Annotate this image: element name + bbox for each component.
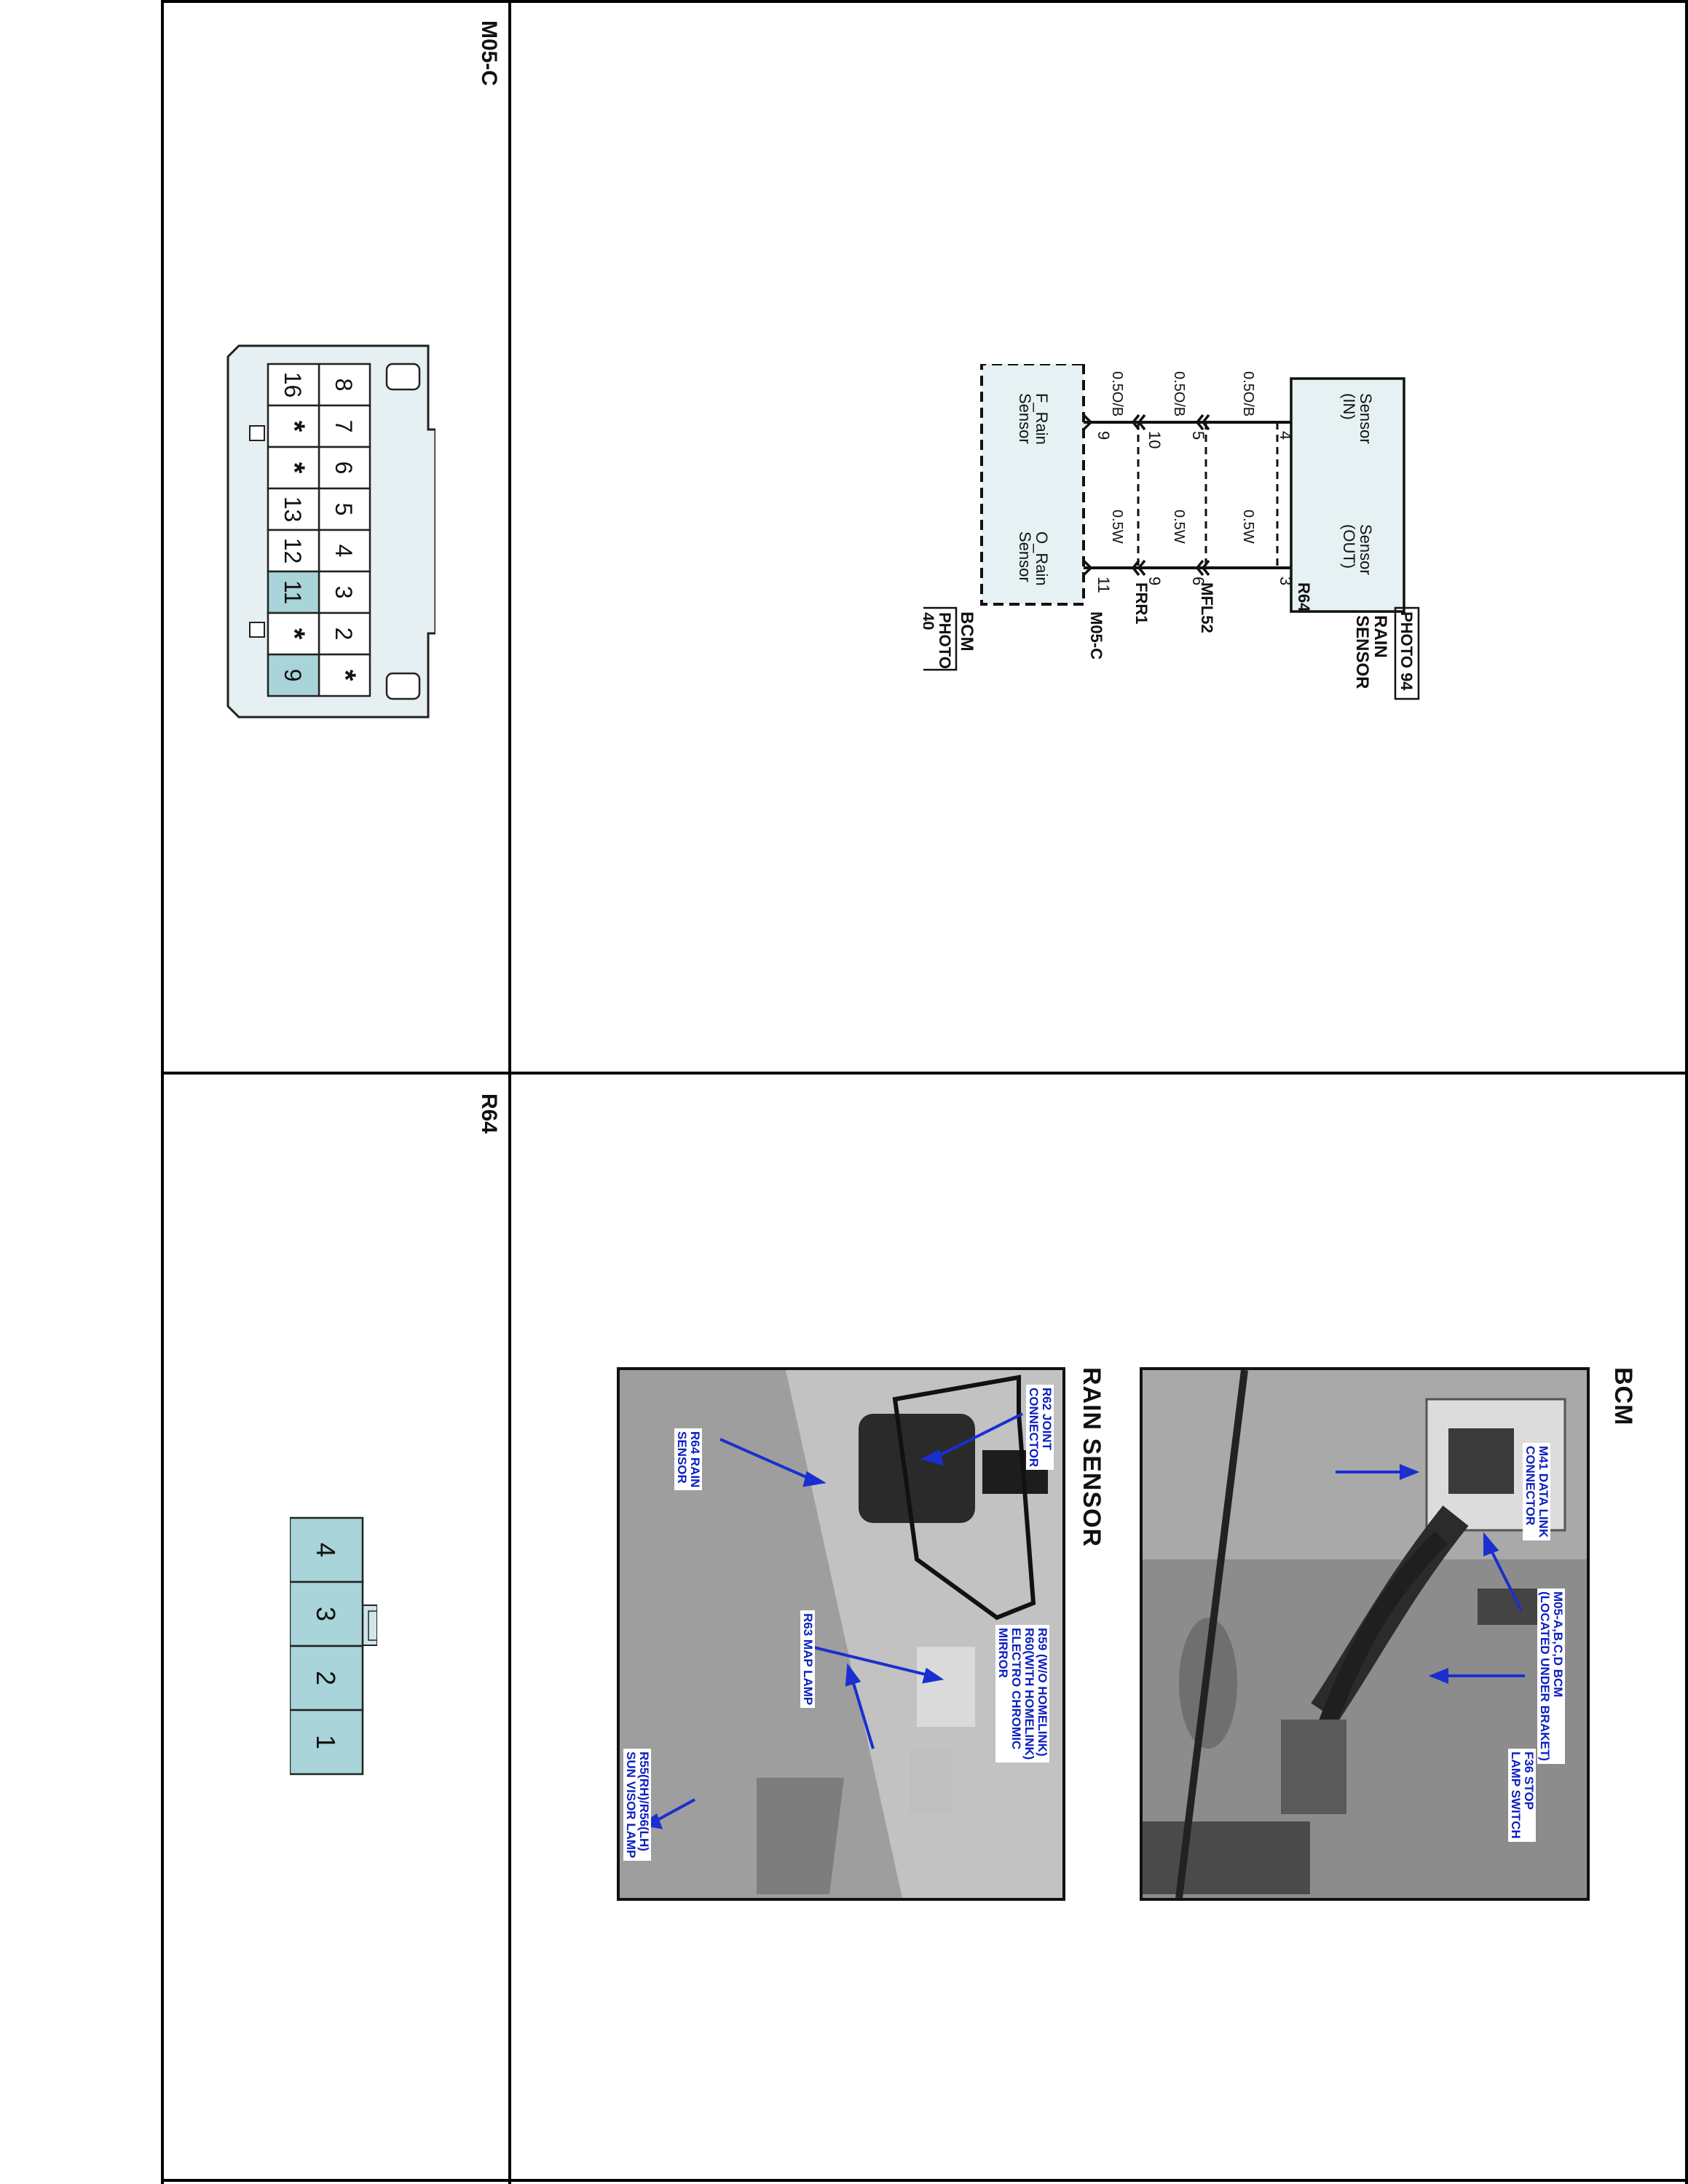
r64-pin-grid: 4 3 2 1 — [290, 1516, 364, 1776]
right-wire-pin: 3 — [1277, 577, 1295, 585]
bcm-photo-ref: 40 — [923, 612, 937, 630]
m05c-pin-label: * — [329, 670, 361, 681]
right-wire-pin: 11 — [1095, 577, 1113, 593]
bcm-photo-ref: PHOTO — [936, 612, 954, 669]
bcm-photo-title: BCM — [1609, 1367, 1637, 1426]
rain-pin-left-label: (IN) — [1340, 393, 1358, 420]
m05c-pin-label: 5 — [331, 503, 357, 516]
connector-label-m05c: M05-C — [477, 20, 501, 87]
callout-r64: R64 RAIN SENSOR — [674, 1428, 702, 1491]
m05c-pin-label: 13 — [280, 496, 306, 523]
m05c-pin-label: 8 — [331, 379, 357, 392]
right-wire-gauge: 0.5W — [1240, 510, 1256, 544]
bcm-connector-id: M05-C — [1087, 612, 1105, 660]
connector-m05c: 8 7 6 5 4 3 2 * 16 * * 13 12 11 * 9 — [226, 344, 435, 719]
r64-pin-cell — [290, 1709, 364, 1776]
rain-sensor-photo-ref: PHOTO 94 — [1397, 612, 1416, 691]
connector-label-r64: R64 — [477, 1093, 501, 1134]
rain-sensor-box — [1290, 377, 1405, 613]
frame-top — [1685, 0, 1688, 2184]
bcm-pin-right-label: O_Rain — [1033, 531, 1051, 586]
connector-r64: 4 3 2 1 — [290, 1516, 377, 1776]
rain-sensor-name: RAIN — [1370, 615, 1390, 658]
rain-pin-right-label: (OUT) — [1340, 524, 1358, 569]
right-wire-pin: 9 — [1145, 577, 1164, 585]
right-wire-gauge: 0.5W — [1109, 510, 1125, 544]
callout-r59: R59 (W/O HOMELINK) R60(WITH HOMELINK) EL… — [995, 1625, 1049, 1763]
rain-pin-left-label: Sensor — [1357, 393, 1375, 444]
bcm-pin-right-label: Sensor — [1016, 531, 1034, 582]
callout-r62: R62 JOINT CONNECTOR — [1026, 1385, 1054, 1471]
m05c-pin-cell — [267, 653, 320, 697]
frame-right — [164, 2179, 1688, 2182]
m05c-pin-label: 9 — [280, 669, 306, 682]
m05c-pin-label: 6 — [331, 462, 357, 475]
m05c-pin-label: * — [278, 421, 310, 432]
rain-sensor-name: SENSOR — [1352, 615, 1372, 689]
bcm-name: BCM — [957, 612, 977, 652]
left-wire-pin: 5 — [1189, 431, 1207, 440]
m05c-pin-label: 11 — [280, 580, 306, 604]
m05c-pin-label: 4 — [331, 545, 357, 558]
left-wire-gauge: 0.5O/B — [1109, 371, 1125, 416]
inline-connector-mfl52: MFL52 — [1198, 582, 1216, 633]
callout-r55: R55(RH)/R56(LH) SUN VISOR LAMP — [623, 1749, 651, 1861]
inline-connector-frr1: FRR1 — [1132, 582, 1151, 624]
callout-f36: F36 STOP LAMP SWITCH — [1508, 1749, 1536, 1842]
r64-pin-label: 3 — [311, 1607, 341, 1621]
m05c-pin-label: * — [278, 462, 310, 474]
frame-content-divider — [161, 0, 164, 2184]
callout-m41: M41 DATA LINK CONNECTOR — [1523, 1443, 1550, 1541]
left-wire-gauge: 0.5O/B — [1171, 371, 1187, 416]
m05c-pin-label: 12 — [280, 538, 306, 564]
left-wire-pin: 9 — [1095, 431, 1113, 440]
m05c-pin-label: 7 — [331, 420, 357, 433]
bcm-box — [980, 364, 1085, 606]
rain-pin-right-label: Sensor — [1357, 524, 1375, 575]
callout-m05: M05-A,B,C,D BCM (LOCATED UNDER BRAKET) — [1537, 1588, 1565, 1764]
m05c-pin-label: * — [278, 628, 310, 640]
m05c-pin-label: 3 — [331, 586, 357, 599]
r64-pin-label: 2 — [311, 1671, 341, 1685]
r64-pin-label: 1 — [311, 1735, 341, 1749]
r64-pin-label: 4 — [311, 1543, 341, 1557]
right-wire-pin: 6 — [1189, 577, 1207, 585]
m05c-pin-label: 2 — [331, 628, 357, 641]
m05c-pin-label: 16 — [280, 372, 306, 398]
left-wire-pin: 10 — [1145, 431, 1164, 448]
rain-connector-id: R64 — [1295, 582, 1313, 612]
rain-photo: R62 JOINT CONNECTOR R64 RAIN SENSOR R59 … — [617, 1367, 1065, 1901]
m05c-pin-grid: 8 7 6 5 4 3 2 * 16 * * 13 12 11 * 9 — [267, 363, 371, 697]
rain-photo-title: RAIN SENSOR — [1078, 1367, 1105, 1548]
bcm-photo: M41 DATA LINK CONNECTOR M05-A,B,C,D BCM … — [1140, 1367, 1590, 1901]
frame-section-divider — [164, 1072, 1688, 1075]
callout-r63: R63 MAP LAMP — [800, 1610, 815, 1709]
right-wire-gauge: 0.5W — [1171, 510, 1187, 544]
bcm-pin-left-label: F_Rain — [1033, 393, 1051, 445]
left-wire-gauge: 0.5O/B — [1240, 371, 1256, 416]
left-wire-pin: 4 — [1277, 431, 1295, 440]
frame-label-divider — [508, 0, 511, 2184]
frame-left — [164, 0, 1688, 3]
bcm-pin-left-label: Sensor — [1016, 393, 1034, 444]
